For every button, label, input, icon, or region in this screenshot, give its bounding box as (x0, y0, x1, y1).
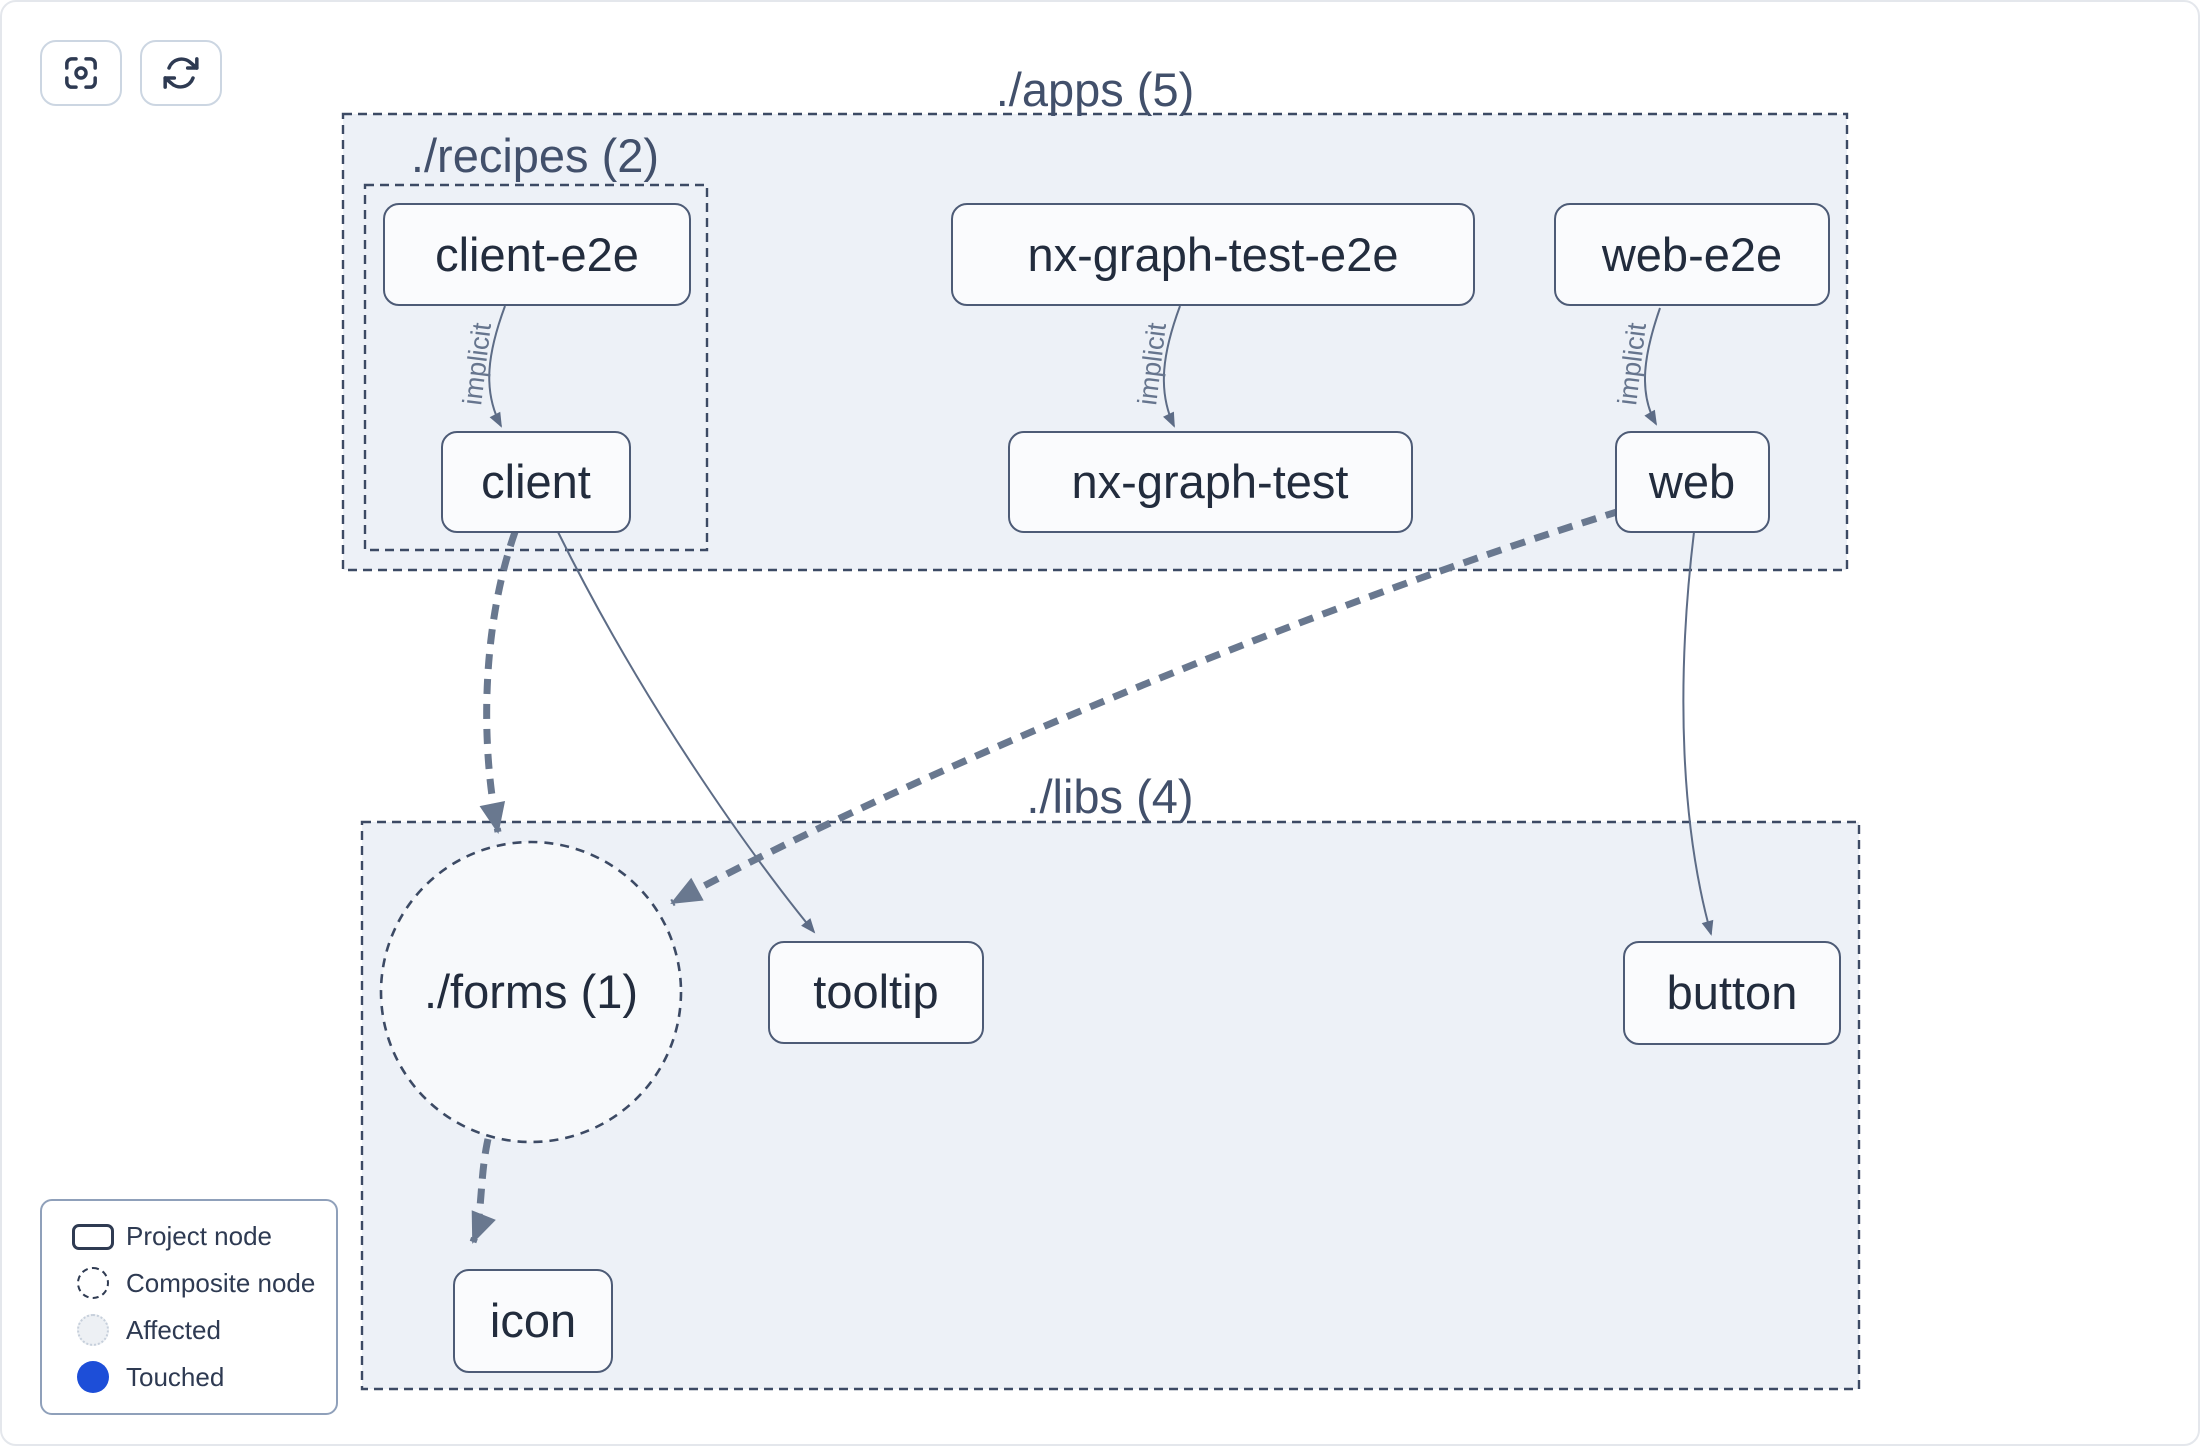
node-button[interactable]: button (1623, 941, 1841, 1045)
node-web-e2e[interactable]: web-e2e (1554, 203, 1830, 306)
node-icon[interactable]: icon (453, 1269, 613, 1373)
focus-icon (65, 57, 97, 89)
node-nx-graph-test[interactable]: nx-graph-test (1008, 431, 1413, 533)
edge-client-to-tooltip (557, 531, 816, 934)
legend-label-composite-node: Composite node (126, 1267, 316, 1298)
affected-swatch (77, 1314, 109, 1346)
node-tooltip[interactable]: tooltip (768, 941, 984, 1044)
group-apps-label: ./apps (5) (996, 63, 1195, 116)
group-recipes-label: ./recipes (2) (411, 129, 659, 182)
edge-web-to-forms (670, 507, 1622, 907)
node-nx-graph-test-e2e[interactable]: nx-graph-test-e2e (951, 203, 1475, 306)
legend-row-touched: Touched (60, 1361, 318, 1393)
node-client[interactable]: client (441, 431, 631, 533)
legend: Project node Composite node Affected Tou… (40, 1199, 338, 1415)
legend-row-project-node: Project node (60, 1221, 318, 1252)
edge-web-e2e-to-web (1643, 307, 1661, 426)
edge-client-e2e-to-client (488, 305, 506, 428)
node-web-e2e-label: web-e2e (1601, 228, 1782, 281)
node-icon-label: icon (490, 1294, 576, 1347)
node-tooltip-label: tooltip (813, 965, 938, 1018)
edge-forms-to-icon (469, 1138, 496, 1244)
node-client-e2e[interactable]: client-e2e (383, 203, 691, 306)
project-node-swatch (72, 1223, 114, 1250)
touched-swatch (77, 1361, 109, 1393)
composite-node-swatch (77, 1267, 109, 1299)
node-nx-graph-test-label: nx-graph-test (1072, 455, 1349, 508)
node-web-label: web (1648, 455, 1735, 508)
legend-row-composite-node: Composite node (60, 1267, 318, 1299)
legend-label-project-node: Project node (126, 1221, 272, 1251)
legend-row-affected: Affected (60, 1314, 318, 1346)
node-client-label: client (481, 455, 591, 508)
refresh-icon (163, 57, 199, 89)
node-nx-graph-test-e2e-label: nx-graph-test-e2e (1028, 228, 1399, 281)
edge-client-to-forms (479, 530, 519, 834)
composite-node-forms-label: ./forms (1) (424, 965, 638, 1018)
legend-label-touched: Touched (126, 1361, 225, 1392)
composite-node-forms[interactable]: ./forms (1) (379, 840, 683, 1144)
node-button-label: button (1667, 966, 1798, 1019)
edge-web-to-button (1682, 531, 1714, 936)
node-client-e2e-label: client-e2e (435, 228, 639, 281)
toolbar (40, 40, 222, 106)
edge-nx-graph-test-e2e-to-nx-graph-test (1162, 305, 1181, 428)
group-libs-label: ./libs (4) (1026, 770, 1193, 823)
center-graph-button[interactable] (40, 40, 122, 106)
node-web[interactable]: web (1615, 431, 1770, 533)
refresh-graph-button[interactable] (140, 40, 222, 106)
legend-label-affected: Affected (126, 1314, 221, 1345)
